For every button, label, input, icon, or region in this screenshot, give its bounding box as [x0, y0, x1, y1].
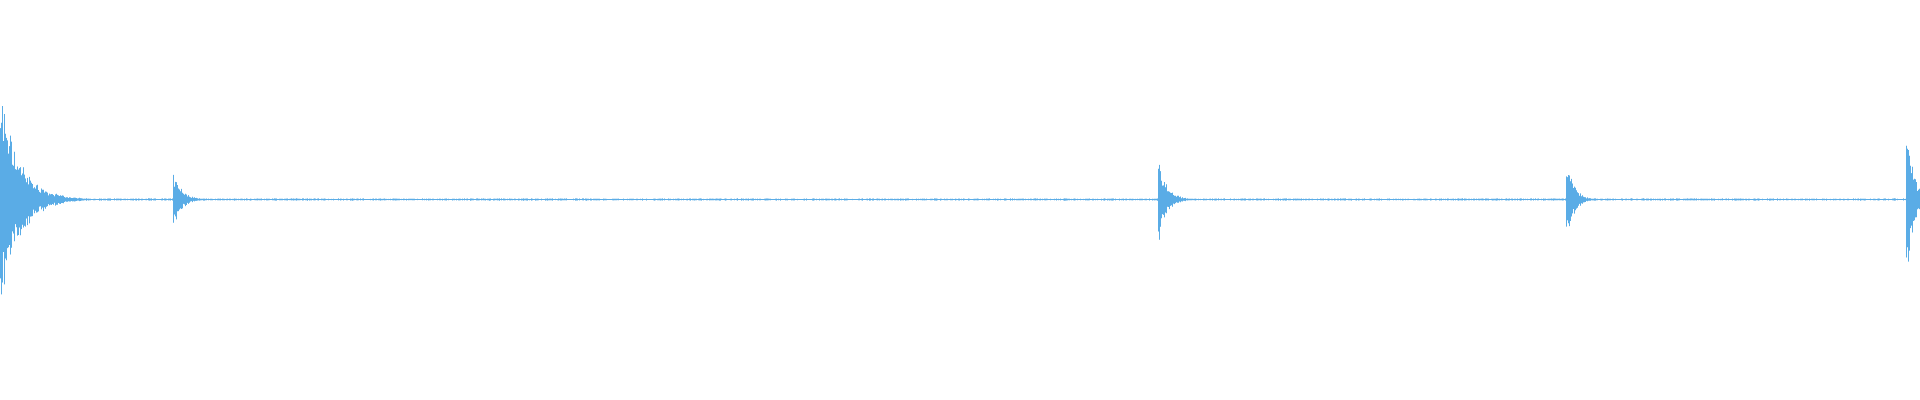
- waveform-bars: [0, 106, 1920, 295]
